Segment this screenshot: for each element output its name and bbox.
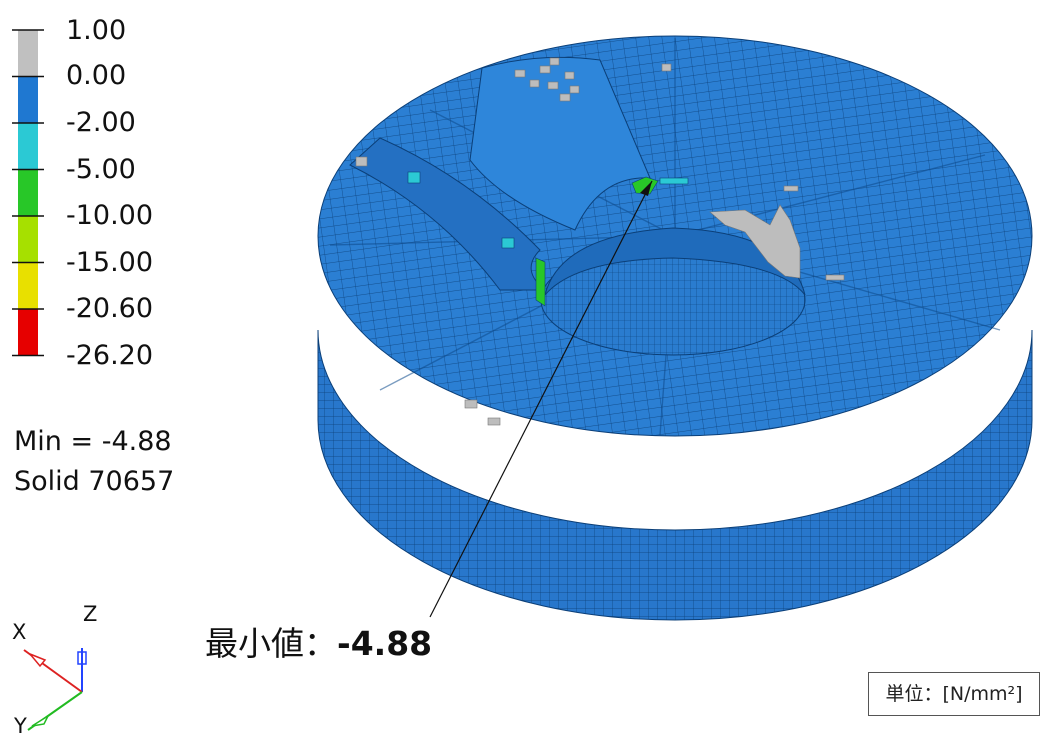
legend-band-3 bbox=[18, 123, 38, 170]
disk-side-wall bbox=[317, 329, 1033, 621]
legend-label-3: -2.00 bbox=[66, 107, 136, 138]
axis-label-y: Y bbox=[14, 714, 27, 738]
callout-arrowhead bbox=[640, 181, 652, 196]
slot-groove bbox=[349, 137, 547, 291]
bore-inner-wall bbox=[544, 227, 806, 296]
cylinder-cut-wall bbox=[469, 56, 651, 231]
callout-value: -4.88 bbox=[337, 624, 433, 663]
legend-band-2 bbox=[18, 76, 38, 123]
legend-label-2: 0.00 bbox=[66, 60, 127, 91]
legend-label-6: -15.00 bbox=[66, 247, 154, 278]
legend-color-bar bbox=[12, 29, 44, 357]
legend-band-4 bbox=[18, 169, 38, 216]
legend-label-4: -5.00 bbox=[66, 154, 136, 185]
unit-label-box: 単位：[N/mm²] bbox=[868, 672, 1040, 716]
callout-leader-line bbox=[429, 180, 653, 618]
min-value-text: Min = -4.88 bbox=[14, 426, 172, 457]
legend-label-7: -20.60 bbox=[66, 293, 154, 324]
legend-band-6 bbox=[18, 262, 38, 309]
legend-label-5: -10.00 bbox=[66, 200, 154, 231]
solid-element-text: Solid 70657 bbox=[14, 466, 175, 497]
contour-legend: 1.00 0.00 -2.00 -5.00 -10.00 -15.00 -20.… bbox=[0, 0, 300, 400]
axis-label-z: Z bbox=[83, 602, 98, 626]
legend-label-8: -26.20 bbox=[66, 340, 154, 371]
legend-band-7 bbox=[18, 309, 38, 356]
legend-band-1 bbox=[18, 30, 38, 77]
positive-stress-spots bbox=[355, 57, 845, 426]
legend-band-5 bbox=[18, 216, 38, 263]
min-value-callout: 最小値：-4.88 bbox=[205, 624, 432, 664]
axis-label-x: X bbox=[12, 620, 27, 644]
triad-axes bbox=[23, 648, 87, 731]
legend-label-1: 1.00 bbox=[66, 15, 127, 46]
coordinate-triad: X Z Y bbox=[0, 590, 120, 740]
callout-prefix: 最小値： bbox=[205, 624, 337, 663]
